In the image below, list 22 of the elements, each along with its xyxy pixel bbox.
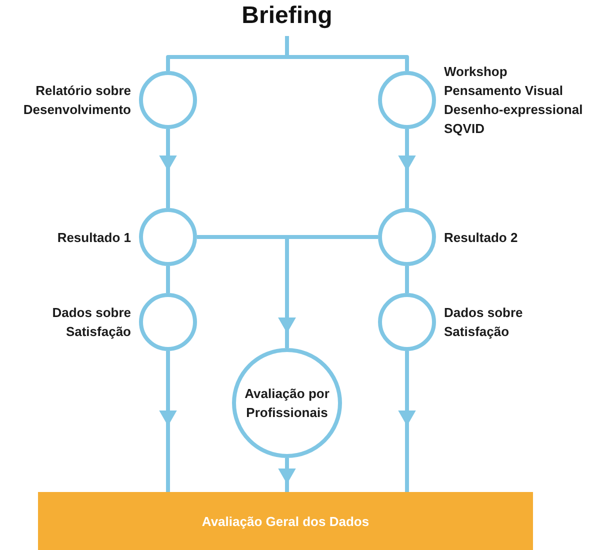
arrow — [160, 351, 176, 492]
node-label: Dados sobre Satisfação — [51, 304, 131, 341]
connector-line — [405, 266, 409, 293]
arrow — [278, 235, 378, 348]
bar-label: Avaliação Geral dos Dados — [202, 514, 370, 528]
node-label: Avaliação por Profissionais — [244, 385, 330, 422]
node-label: Dados sobre Satisfação — [444, 304, 524, 341]
node-label: Resultado 1 — [56, 228, 131, 246]
result-bar — [38, 492, 533, 550]
connector-line — [166, 266, 170, 293]
node-label: SQVID — [444, 120, 486, 138]
node-label: Pensamento Visual — [444, 82, 564, 100]
heading-text: Briefing — [242, 2, 332, 30]
arrow — [398, 129, 416, 208]
arrow — [278, 458, 296, 492]
node-label: Relatório sobre Desenvolvimento — [22, 82, 131, 119]
arrow — [160, 129, 176, 208]
node-label: Workshop — [444, 63, 508, 81]
connector-line — [285, 36, 409, 71]
node-label: Desenho-expressional — [444, 101, 584, 119]
arrow — [398, 351, 416, 492]
node-label: Resultado 2 — [444, 228, 519, 246]
